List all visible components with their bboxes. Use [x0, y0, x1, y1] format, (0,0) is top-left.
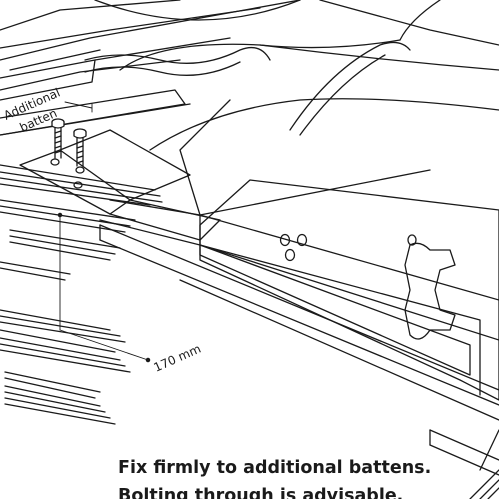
bracket-hole	[50, 158, 60, 166]
strap	[84, 0, 441, 136]
top-batten	[0, 7, 261, 101]
batten-leader-line	[64, 101, 93, 109]
duct-body	[94, 0, 499, 151]
bolt-left	[51, 118, 65, 159]
bracket-arm	[19, 129, 221, 241]
lower-batten	[99, 224, 499, 421]
additional-batten	[0, 89, 191, 136]
bracket-hole	[73, 181, 83, 189]
caption-line-1: Fix firmly to additional battens.	[118, 458, 432, 478]
lower-right-ribs	[429, 429, 499, 499]
roof-sheet-ribs-left	[0, 164, 163, 425]
distance-label: 170 mm	[152, 342, 203, 375]
caption-line-2: Bolting through is advisable.	[118, 486, 404, 499]
bracket-hole	[75, 166, 85, 174]
mounting-plate	[199, 179, 499, 401]
bolt-right	[73, 128, 87, 167]
dimension-170mm	[57, 212, 151, 363]
